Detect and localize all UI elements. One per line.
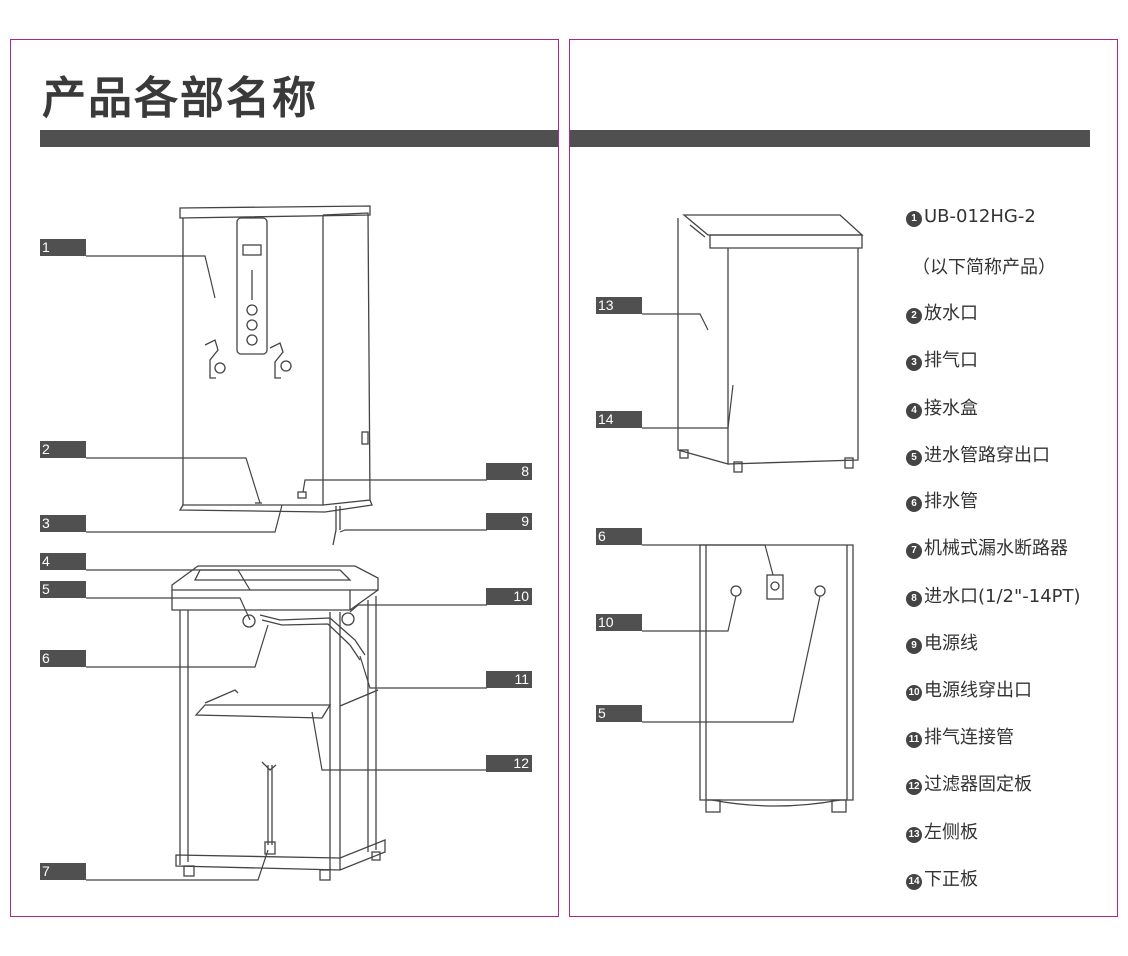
callout-7: 7 xyxy=(40,863,86,880)
legend-num-icon: 14 xyxy=(906,874,922,890)
legend-num-icon: 8 xyxy=(906,591,922,607)
legend-num-icon: 2 xyxy=(906,308,922,324)
legend-num-icon: 5 xyxy=(906,450,922,466)
callout-6-back: 6 xyxy=(596,528,642,545)
callout-13: 13 xyxy=(596,297,642,314)
callout-6: 6 xyxy=(40,650,86,667)
callout-1: 1 xyxy=(40,239,86,256)
right-panel xyxy=(569,39,1118,917)
callout-2: 2 xyxy=(40,441,86,458)
callout-11: 11 xyxy=(486,671,532,688)
callout-3: 3 xyxy=(40,515,86,532)
callout-8: 8 xyxy=(486,463,532,480)
legend-num-icon: 4 xyxy=(906,403,922,419)
legend-num-icon: 6 xyxy=(906,496,922,512)
stand-side-drawing xyxy=(677,214,864,473)
legend-num-icon: 1 xyxy=(906,211,922,227)
stand-back-drawing xyxy=(699,544,854,813)
left-panel xyxy=(10,39,559,917)
page-title: 产品各部名称 xyxy=(42,73,318,124)
legend-num-icon: 12 xyxy=(906,779,922,795)
legend-num-icon: 7 xyxy=(906,543,922,559)
callout-10: 10 xyxy=(486,588,532,605)
legend-num-icon: 13 xyxy=(906,827,922,843)
legend-item-note: （以下简称产品） xyxy=(912,257,1056,278)
leader-lines xyxy=(86,255,821,881)
right-header-bar xyxy=(570,130,1090,147)
left-header-bar xyxy=(40,130,558,147)
stand-drawing xyxy=(171,565,386,881)
callout-4: 4 xyxy=(40,553,86,570)
callout-12: 12 xyxy=(486,755,532,772)
callout-5-back: 5 xyxy=(596,705,642,722)
callout-5: 5 xyxy=(40,581,86,598)
callout-14: 14 xyxy=(596,411,642,428)
boiler-unit-drawing xyxy=(178,205,373,546)
callout-10-back: 10 xyxy=(596,614,642,631)
legend-num-icon: 3 xyxy=(906,355,922,371)
legend-num-icon: 11 xyxy=(906,732,922,748)
callout-9: 9 xyxy=(486,513,532,530)
legend-num-icon: 10 xyxy=(906,685,922,701)
legend-num-icon: 9 xyxy=(906,638,922,654)
